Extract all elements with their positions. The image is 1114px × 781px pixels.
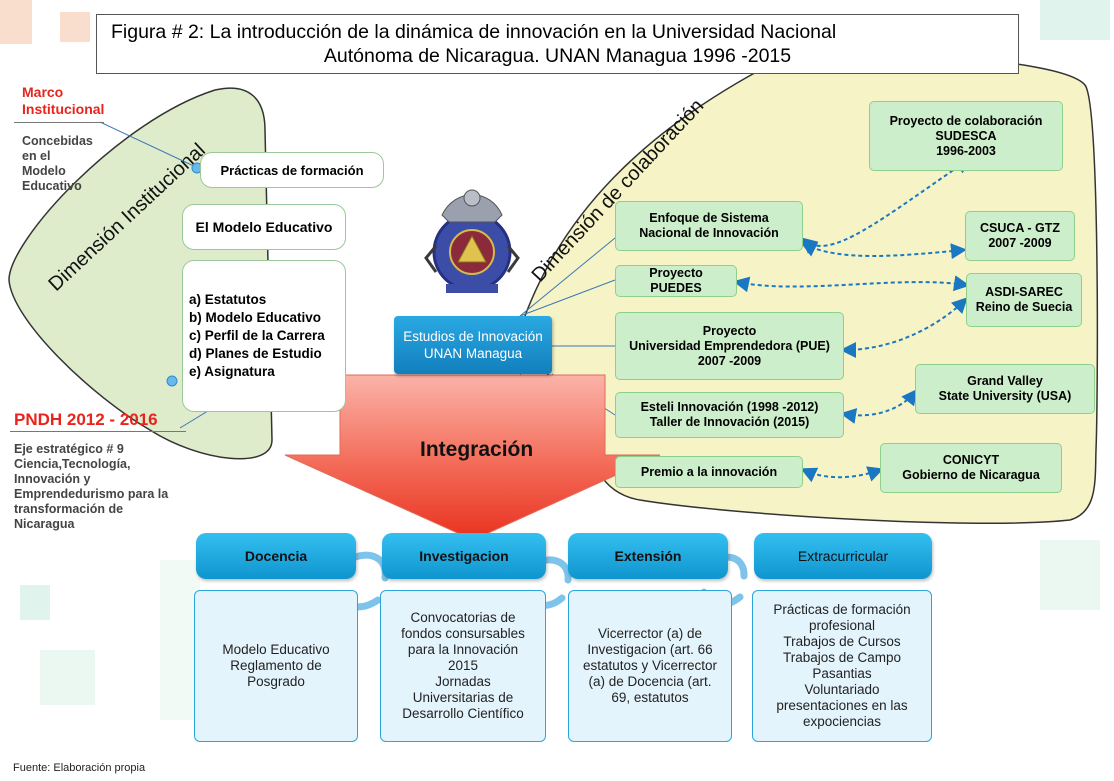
source-note: Fuente: Elaboración propia [13,762,146,774]
collaboration-arrows [733,157,972,483]
integration-arrow [284,374,661,541]
estudios-innovacion-box: Estudios de Innovación UNAN Managua [394,316,552,374]
decorative-green-block [20,585,50,620]
decorative-orange-block [60,12,90,42]
premio-innovacion-box: Premio a la innovación [615,456,803,488]
title-line-1: Figura # 2: La introducción de la dinámi… [111,21,837,43]
bullet-dot [166,375,178,387]
integracion-label: Integración [420,438,534,461]
university-seal-icon [424,189,520,293]
practicas-formacion-box: Prácticas de formación [200,152,384,188]
header-investigacion: Investigacion [382,533,546,579]
eje-estrategico-text: Eje estratégico # 9 Ciencia,Tecnología, … [14,442,169,531]
modelo-educativo-box: El Modelo Educativo [182,204,346,250]
marco-underline [14,122,104,123]
decorative-orange-block [0,0,32,44]
esteli-innovacion-box: Esteli Innovación (1998 -2012)Taller de … [615,392,844,438]
header-extension: Extensión [568,533,728,579]
pndh-underline [10,431,186,432]
normativa-list-box: a) Estatutos b) Modelo Educativo c) Perf… [182,260,346,412]
proyecto-puedes-box: Proyecto PUEDES [615,265,737,297]
title-line-2: Autónoma de Nicaragua. UNAN Managua 1996… [323,45,792,67]
decorative-green-block [40,650,95,705]
figure-title: Figura # 2: La introducción de la dinámi… [96,14,1019,74]
decorative-green-block [1040,540,1100,610]
marco-connector [99,121,199,169]
decorative-green-block [160,560,200,720]
marco-institucional-label: Marco Institucional [22,84,105,117]
header-extracurricular: Extracurricular [754,533,932,579]
decorative-green-block [1040,0,1110,40]
header-docencia: Docencia [196,533,356,579]
concebidas-text: Concebidas en el Modelo Educativo [22,134,93,193]
pndh-label: PNDH 2012 - 2016 [14,410,158,429]
